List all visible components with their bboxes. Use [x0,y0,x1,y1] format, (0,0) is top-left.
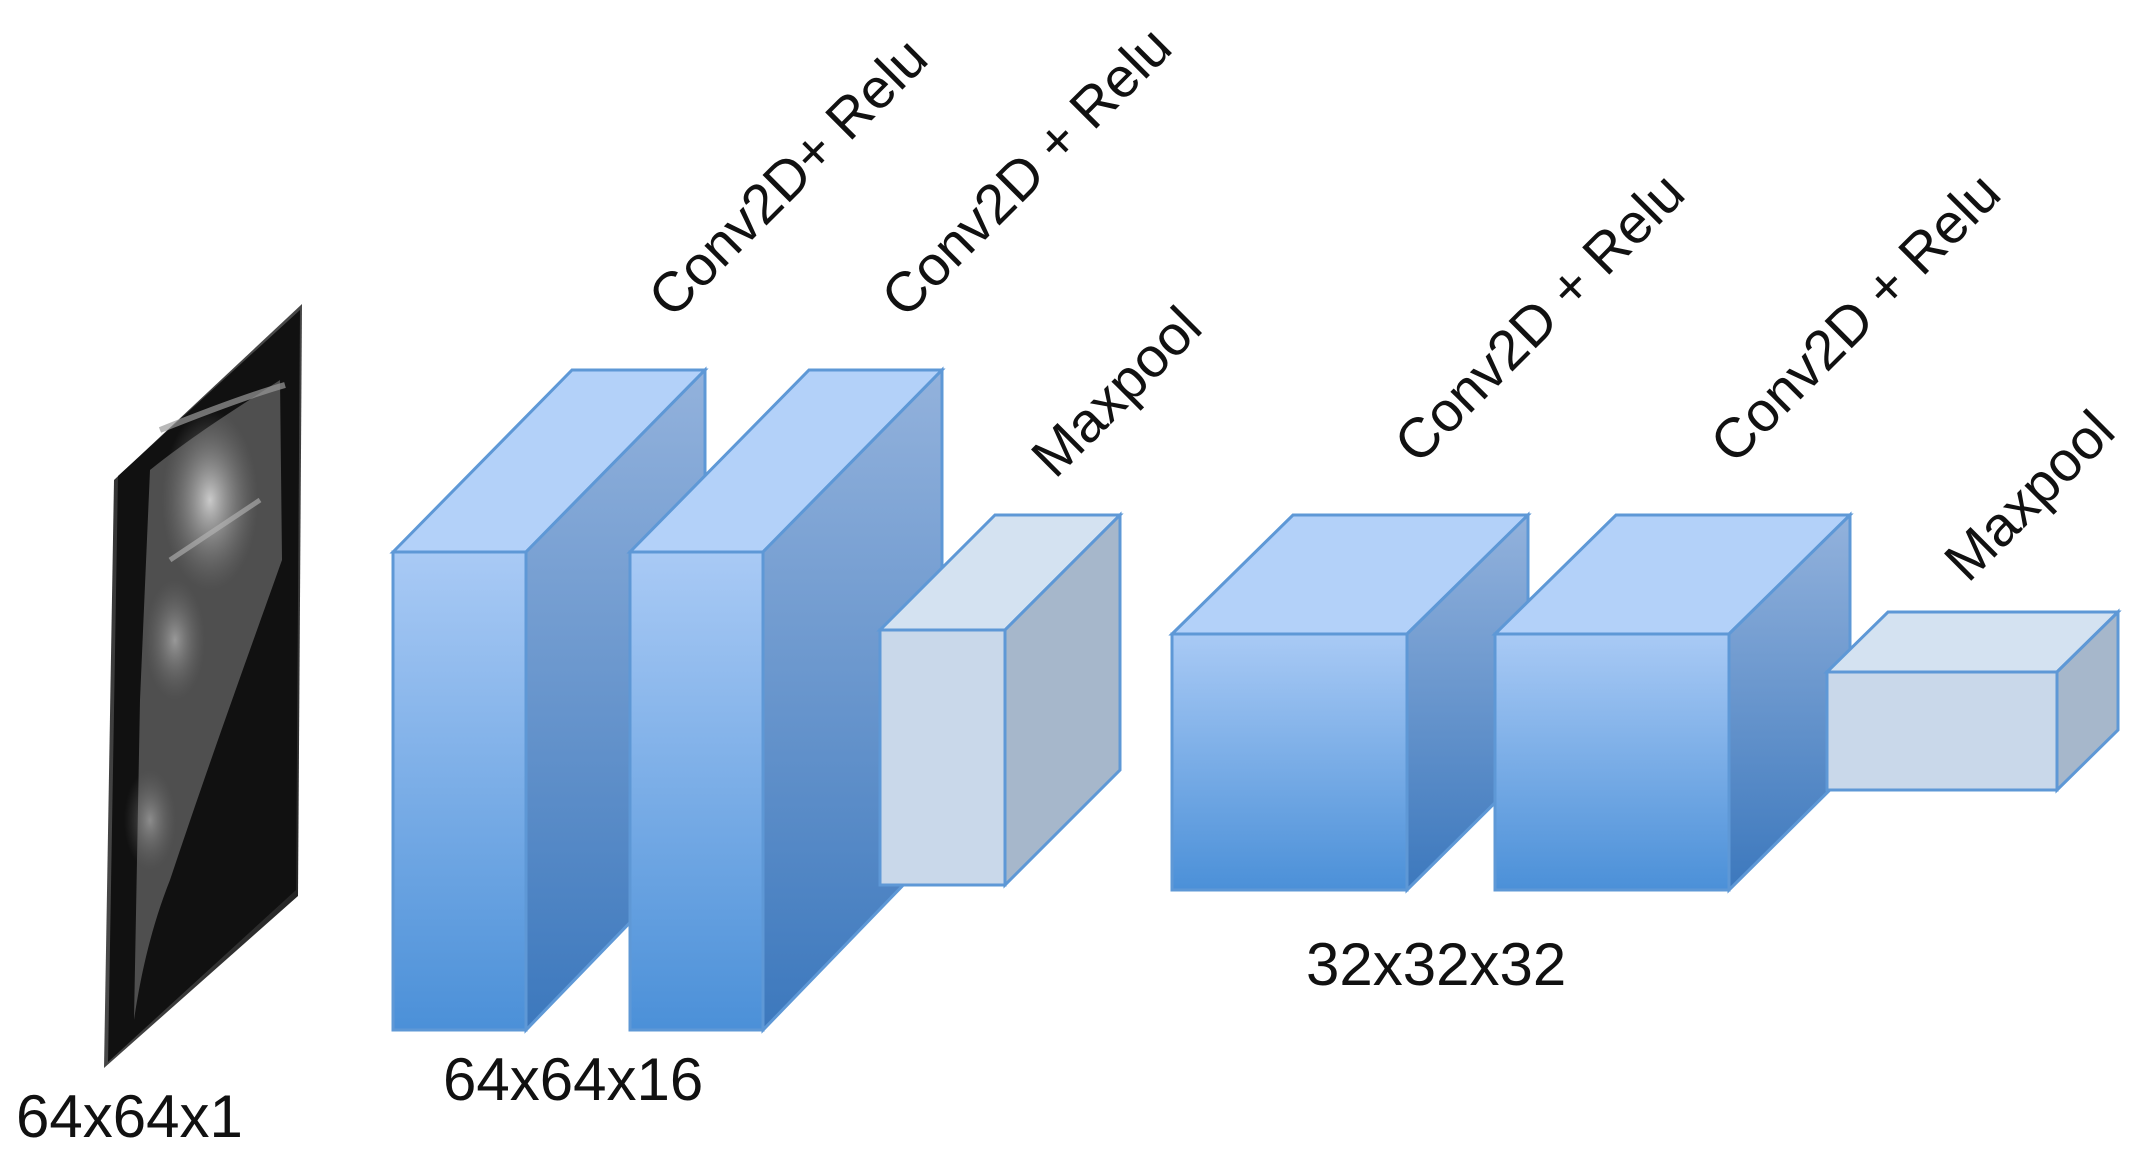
conv-block-4 [1491,511,1854,894]
block1-dims-label: 64x64x16 [443,1046,703,1113]
pool-block-1 [876,511,1124,889]
pool-block-2 [1823,608,2122,794]
layer-label-4: Conv2D + Relu [1382,160,1696,474]
conv-block-2 [626,366,946,1034]
layer-label-3: Maxpool [1019,294,1213,488]
block2-dims-label: 32x32x32 [1306,931,1566,998]
input-dims-label: 64x64x1 [16,1083,243,1150]
layer-label-6: Maxpool [1932,398,2126,592]
conv-block-3 [1168,511,1532,894]
layer-label-5: Conv2D + Relu [1698,160,2012,474]
input-image [104,304,302,1068]
